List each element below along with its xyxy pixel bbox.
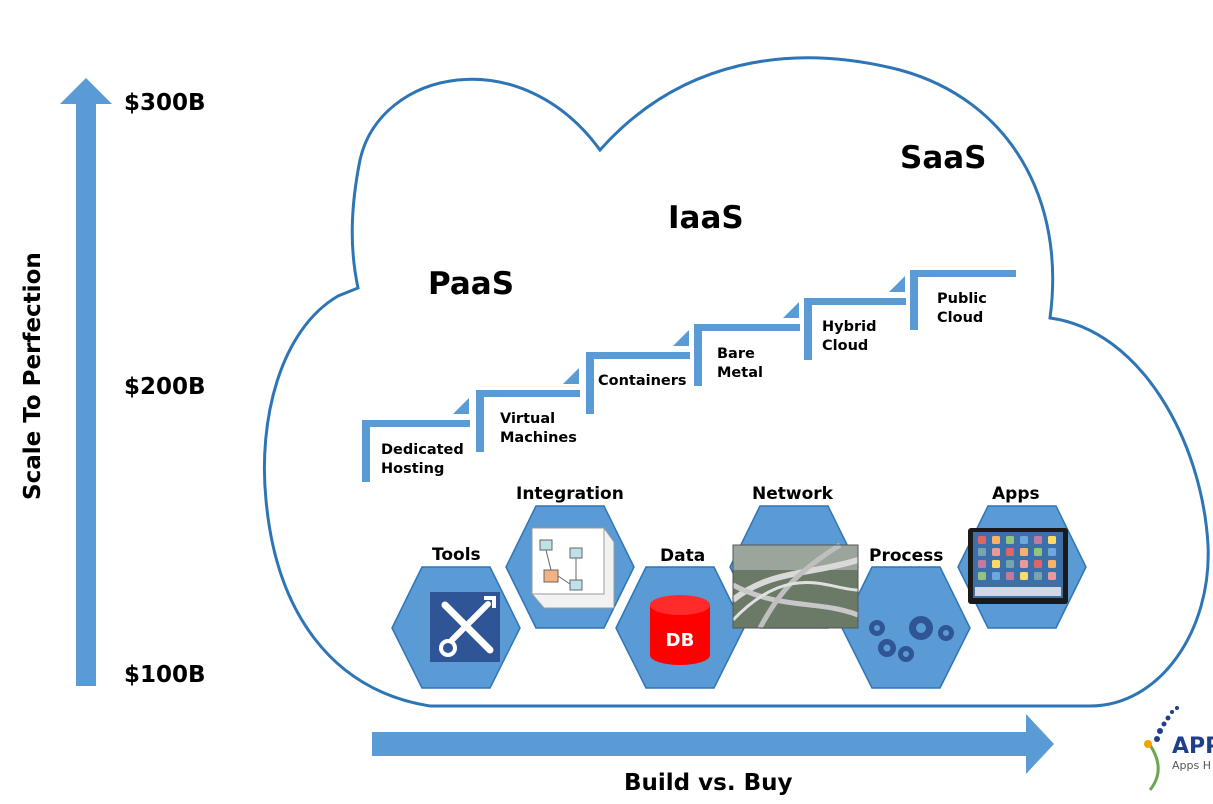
app-tile	[992, 548, 1000, 556]
app-tile	[1048, 548, 1056, 556]
app-tile	[978, 572, 986, 580]
tier-iaas: IaaS	[668, 200, 744, 236]
tier-saas: SaaS	[900, 140, 987, 176]
app-tile	[978, 560, 986, 568]
app-tile	[992, 572, 1000, 580]
app-tile	[1034, 572, 1042, 580]
step-label-dedicated-hosting: Dedicated Hosting	[381, 442, 464, 477]
step-label-virtual-machines: Virtual Machines	[500, 411, 577, 446]
step-6	[910, 270, 1016, 330]
hex-label-network: Network	[752, 484, 833, 504]
hex-label-data: Data	[660, 546, 706, 566]
app-tile	[992, 536, 1000, 544]
app-tile	[992, 560, 1000, 568]
app-tile	[1048, 536, 1056, 544]
highway-photo	[731, 542, 859, 630]
db-badge-text: DB	[666, 630, 695, 651]
logo-mark	[1144, 706, 1179, 791]
hex-label-process: Process	[869, 546, 944, 566]
app-tile	[1020, 572, 1028, 580]
app-tile	[1048, 560, 1056, 568]
x-axis-label: Build vs. Buy	[624, 770, 793, 796]
step-3	[586, 330, 690, 414]
hex-label-integration: Integration	[516, 484, 624, 504]
logo-subtext: Apps H	[1172, 759, 1211, 772]
database-icon	[650, 595, 710, 665]
tick-300b: $300B	[124, 90, 206, 116]
step-label-bare-metal: Bare Metal	[717, 346, 763, 381]
step-5	[804, 276, 906, 360]
gears-icon	[869, 616, 954, 662]
tablet-apps-icon	[968, 528, 1068, 604]
app-tile	[1034, 560, 1042, 568]
step-label-public-cloud: Public Cloud	[937, 291, 987, 326]
tier-paas: PaaS	[428, 266, 515, 302]
step-4	[694, 302, 800, 386]
tick-100b: $100B	[124, 662, 206, 688]
vertical-arrow	[60, 78, 112, 686]
step-2	[476, 368, 580, 452]
tick-200b: $200B	[124, 374, 206, 400]
logo: APP Apps H	[1172, 734, 1213, 772]
step-label-hybrid-cloud: Hybrid Cloud	[822, 319, 877, 354]
app-tile	[1006, 536, 1014, 544]
app-tile	[1006, 572, 1014, 580]
hex-label-apps: Apps	[992, 484, 1040, 504]
app-tile	[1048, 572, 1056, 580]
app-tile	[1034, 536, 1042, 544]
app-tile	[1034, 548, 1042, 556]
step-1	[362, 398, 470, 482]
hex-label-tools: Tools	[432, 545, 481, 565]
app-tile	[1020, 536, 1028, 544]
logo-text: APP	[1172, 734, 1213, 759]
app-tile	[1006, 560, 1014, 568]
tools-icon	[430, 592, 500, 662]
integration-icon	[531, 527, 615, 609]
app-tile	[1020, 548, 1028, 556]
app-tile	[978, 548, 986, 556]
app-tile	[978, 536, 986, 544]
app-tile	[1006, 548, 1014, 556]
staircase	[362, 270, 1016, 482]
app-tile	[1020, 560, 1028, 568]
horizontal-arrow	[372, 714, 1054, 774]
step-label-containers: Containers	[598, 373, 687, 389]
